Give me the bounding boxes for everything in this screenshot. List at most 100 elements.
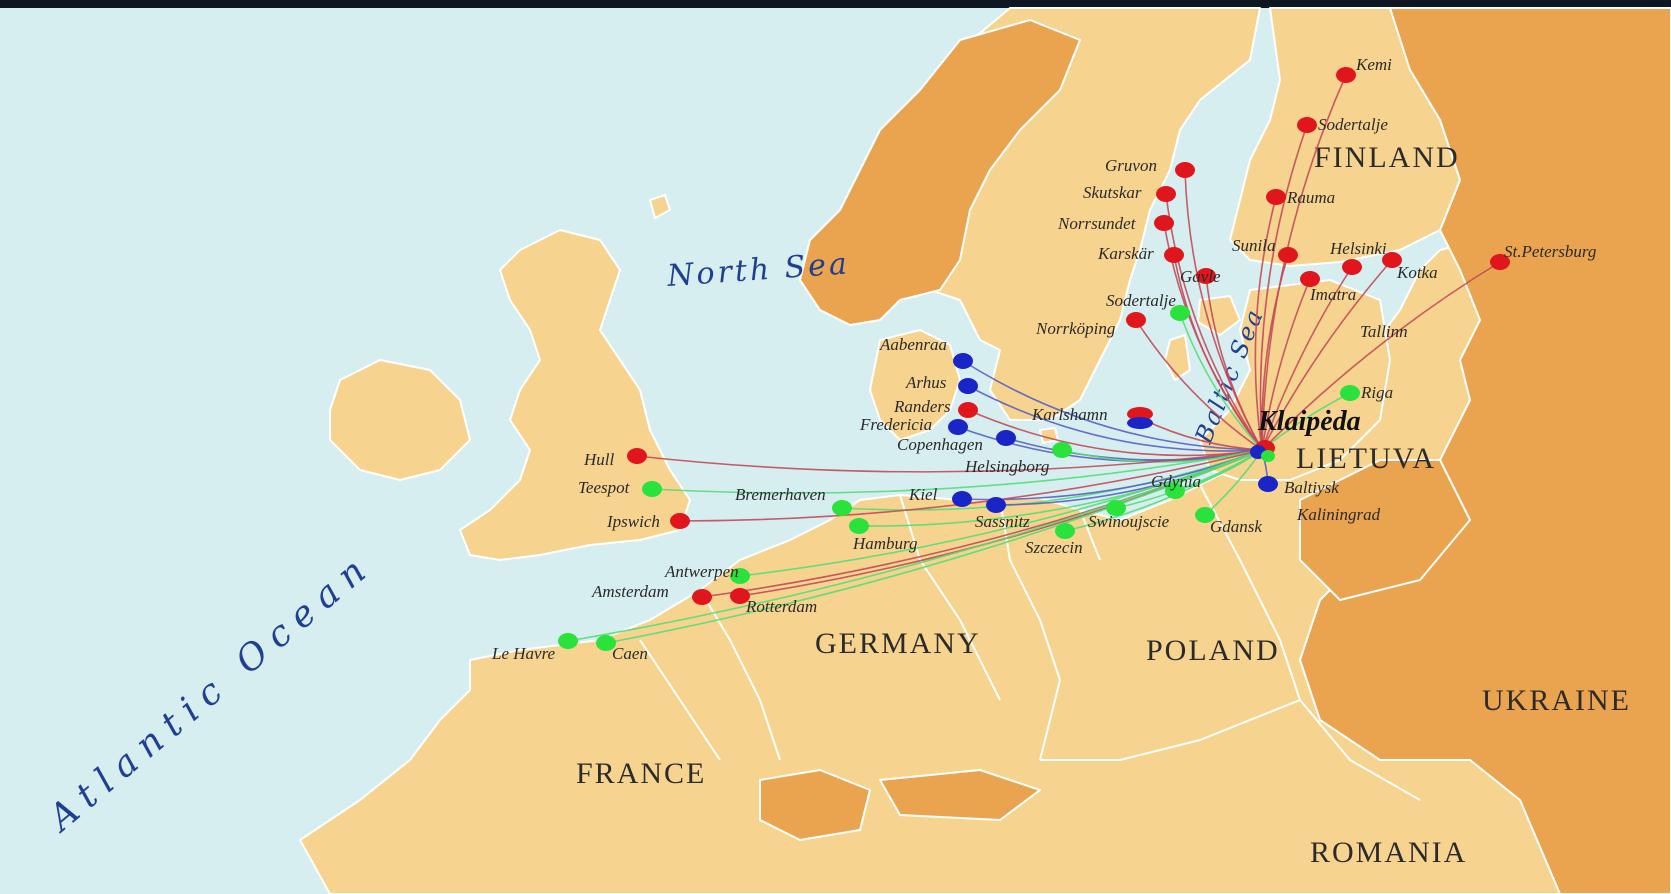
port-marker-teespot-25	[642, 481, 662, 497]
country-label-finland: FINLAND	[1314, 141, 1460, 174]
route-norrk-ping-14	[1135, 319, 1263, 451]
port-marker-karlshamn-21-blue	[1127, 417, 1153, 429]
port-label-baltiysk-27: Baltiysk	[1284, 478, 1339, 497]
country-label-romania: ROMANIA	[1310, 836, 1467, 869]
port-marker-gruvon-2	[1175, 162, 1195, 178]
route-szczecin-36	[1064, 449, 1263, 532]
route-arhus-17	[967, 385, 1263, 452]
ireland-land	[329, 359, 471, 481]
port-marker-swinoujscie-32	[1106, 500, 1126, 516]
hub-label: Klaipėda	[1257, 406, 1361, 437]
port-label-tallinn-15: Tallinn	[1360, 322, 1408, 341]
port-label-sunila-6: Sunila	[1232, 236, 1275, 255]
port-label-aabenraa-16: Aabenraa	[879, 335, 947, 354]
port-marker-rotterdam-39	[730, 588, 750, 604]
port-label-st-petersburg-12: St.Petersburg	[1504, 242, 1596, 261]
port-label-bremerhaven-28: Bremerhaven	[735, 485, 826, 504]
port-marker-gavle-10	[1196, 268, 1216, 284]
port-marker-kiel-29	[952, 491, 972, 507]
country-borders	[639, 484, 1421, 801]
port-marker-helsingborg-23	[1052, 442, 1072, 458]
port-label-gruvon-2: Gruvon	[1105, 156, 1157, 175]
port-marker-szczecin-36	[1055, 523, 1075, 539]
port-label-rotterdam-39: Rotterdam	[745, 597, 817, 616]
port-marker-imatra-11	[1300, 271, 1320, 287]
port-label-karsk-r-9: Karskär	[1097, 244, 1154, 263]
port-marker-caen-41	[596, 635, 616, 651]
country-label-france: FRANCE	[576, 757, 706, 790]
country-label-poland: POLAND	[1146, 634, 1280, 667]
route-antwerpen-37	[739, 449, 1263, 577]
port-marker-sodertalje-13	[1170, 305, 1190, 321]
port-label-sodertalje-13: Sodertalje	[1106, 291, 1176, 310]
port-marker-sassnitz-31	[986, 497, 1006, 513]
port-label-karlshamn-21: Karlshamn	[1031, 405, 1108, 424]
port-label-gdynia-26: Gdynia	[1151, 472, 1201, 491]
port-label-randers-19: Randers	[893, 397, 951, 416]
port-marker-st-petersburg-12	[1490, 254, 1510, 270]
port-label-kiel-29: Kiel	[908, 485, 938, 504]
hub-marker	[1250, 440, 1275, 462]
port-marker-hull-24	[627, 448, 647, 464]
route-aabenraa-16	[962, 360, 1263, 451]
route-skutskar-3	[1165, 193, 1263, 451]
port-label-antwerpen-37: Antwerpen	[664, 562, 739, 581]
port-marker-fredericia-20	[948, 419, 968, 435]
route-hull-24	[636, 449, 1263, 473]
port-marker-riga-18	[1340, 385, 1360, 401]
country-label-lietuva: LIETUVA	[1296, 442, 1436, 475]
port-marker-amsterdam-38	[692, 589, 712, 605]
port-label-skutskar-3: Skutskar	[1083, 183, 1142, 202]
route-sunila-6	[1260, 254, 1289, 451]
hub-dot-green	[1261, 450, 1275, 462]
port-label-fredericia-20: Fredericia	[859, 415, 932, 434]
finland-land	[1229, 7, 1461, 267]
port-label-copenhagen-22: Copenhagen	[897, 435, 983, 454]
route-helsinki-7	[1261, 266, 1353, 451]
norway-land	[799, 19, 1081, 326]
port-label-hull-24: Hull	[583, 450, 615, 469]
port-label-rauma-4: Rauma	[1286, 188, 1335, 207]
port-label-kemi-0: Kemi	[1355, 55, 1392, 74]
port-label-teespot-25: Teespot	[578, 478, 631, 497]
estonia-islands	[1197, 295, 1241, 336]
port-label-sodertalje-1: Sodertalje	[1318, 115, 1388, 134]
land-layer	[299, 7, 1671, 894]
port-marker-karsk-r-9	[1164, 247, 1184, 263]
port-marker-helsinki-7	[1342, 259, 1362, 275]
port-label-arhus-17: Arhus	[905, 373, 947, 392]
port-marker-aabenraa-16	[953, 353, 973, 369]
port-label-helsingborg-23: Helsingborg	[964, 457, 1049, 476]
route-kotka-8	[1261, 259, 1393, 451]
port-marker-arhus-17	[958, 378, 978, 394]
port-label-szczecin-36: Szczecin	[1025, 538, 1083, 557]
belarus-region	[1299, 459, 1471, 601]
port-marker-kotka-8	[1382, 252, 1402, 268]
country-label-ukraine: UKRAINE	[1482, 684, 1631, 717]
port-label-sassnitz-31: Sassnitz	[975, 512, 1030, 531]
port-label-gavle-10: Gavle	[1180, 267, 1221, 286]
route-karlshamn-21	[1139, 417, 1263, 451]
route-le-havre-40	[567, 449, 1263, 642]
port-label-imatra-11: Imatra	[1309, 285, 1356, 304]
port-marker-le-havre-40	[558, 633, 578, 649]
port-marker-bremerhaven-28	[832, 500, 852, 516]
route-ipswich-30	[679, 449, 1263, 522]
route-teespot-25	[651, 449, 1263, 494]
port-label-caen-41: Caen	[612, 644, 648, 663]
great-britain-land	[459, 229, 691, 561]
port-label-helsinki-7: Helsinki	[1329, 239, 1387, 258]
denmark-land	[869, 329, 961, 441]
port-label-kotka-8: Kotka	[1396, 263, 1438, 282]
route-rauma-4	[1254, 196, 1277, 451]
port-marker-hamburg-35	[849, 518, 869, 534]
port-label-ipswich-30: Ipswich	[606, 512, 660, 531]
route-sodertalje-1	[1259, 124, 1308, 451]
port-marker-karlshamn-21-red	[1127, 407, 1153, 421]
orkney-islands	[649, 194, 671, 219]
port-marker-ipswich-30	[670, 513, 690, 529]
port-marker-skutskar-3	[1156, 186, 1176, 202]
